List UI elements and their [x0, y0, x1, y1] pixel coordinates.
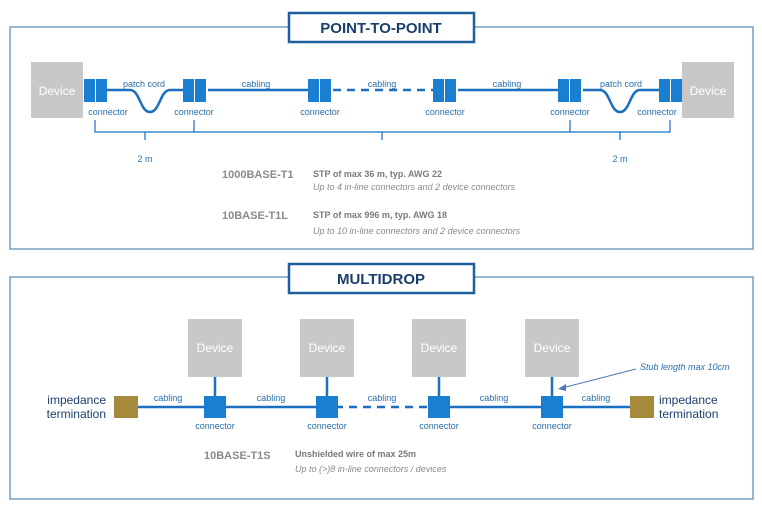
bracket-left [94, 120, 195, 140]
spec-name: 1000BASE-T1 [222, 169, 294, 181]
md-device-box [412, 319, 466, 377]
connector-label: connector [425, 107, 465, 117]
spec-line1: STP of max 996 m, typ. AWG 18 [313, 210, 447, 220]
md-connector-label: connector [532, 421, 572, 431]
md-connector [316, 396, 338, 418]
cabling-label-2: cabling [368, 79, 397, 89]
connector-label: connector [637, 107, 677, 117]
connector-label: connector [174, 107, 214, 117]
device-box-right [682, 62, 734, 118]
connector-pair-6 [659, 79, 682, 102]
device-label-left: Device [39, 84, 76, 98]
md-connector [428, 396, 450, 418]
md-cabling-label: cabling [582, 393, 611, 403]
connector-pair-2 [183, 79, 206, 102]
connector-pair-3 [308, 79, 331, 102]
connector-label: connector [300, 107, 340, 117]
md-spec-name: 10BASE-T1S [204, 450, 271, 462]
stub-note-arrow [561, 368, 637, 389]
spec-line1: STP of max 36 m, typ. AWG 22 [313, 169, 442, 179]
patch-cord-label-right: patch cord [600, 79, 642, 89]
imp-right-line1: impedance [659, 393, 718, 407]
md-device-box [300, 319, 354, 377]
termination-right [630, 396, 654, 418]
device-label-right: Device [690, 84, 727, 98]
imp-left-line2: termination [47, 407, 106, 421]
dim-label-right: 2 m [612, 154, 627, 164]
p2p-title-box [287, 11, 476, 44]
spec-line2: Up to 10 in-line connectors and 2 device… [313, 226, 521, 236]
connector-pair-1 [84, 79, 107, 102]
imp-right-line2: termination [659, 407, 718, 421]
connector-pair-4 [433, 79, 456, 102]
md-cabling-label: cabling [368, 393, 397, 403]
bracket-right [570, 120, 671, 140]
stub-note: Stub length max 10cm [640, 362, 730, 372]
md-connector-label: connector [307, 421, 347, 431]
md-device-label: Device [197, 341, 234, 355]
p2p-title: POINT-TO-POINT [320, 20, 441, 37]
md-device-box [525, 319, 579, 377]
connector-label: connector [550, 107, 590, 117]
md-cabling-label: cabling [154, 393, 183, 403]
spec-name: 10BASE-T1L [222, 210, 288, 222]
connector-pair-5 [558, 79, 581, 102]
md-device-label: Device [421, 341, 458, 355]
multidrop-title: MULTIDROP [337, 271, 425, 288]
md-spec-line2: Up to (>)8 in-line connectors / devices [295, 464, 447, 474]
termination-left [114, 396, 138, 418]
dim-label-left: 2 m [137, 154, 152, 164]
multidrop-title-box [287, 262, 476, 295]
device-box-left [31, 62, 83, 118]
md-cabling-label: cabling [480, 393, 509, 403]
cabling-label-3: cabling [493, 79, 522, 89]
md-connector-label: connector [419, 421, 459, 431]
bracket-middle [194, 120, 571, 140]
md-device-label: Device [309, 341, 346, 355]
md-spec-line1: Unshielded wire of max 25m [295, 449, 416, 459]
md-device-box [188, 319, 242, 377]
stub-note-arrowhead [558, 384, 566, 391]
patch-cord-right [583, 88, 659, 114]
cabling-label-1: cabling [242, 79, 271, 89]
patch-cord-label-left: patch cord [123, 79, 165, 89]
md-device-label: Device [534, 341, 571, 355]
md-connector [204, 396, 226, 418]
md-cabling-label: cabling [257, 393, 286, 403]
md-connector-label: connector [195, 421, 235, 431]
spec-line2: Up to 4 in-line connectors and 2 device … [313, 182, 516, 192]
patch-cord-left [107, 88, 183, 114]
imp-left-line1: impedance [47, 393, 106, 407]
connector-label: connector [88, 107, 128, 117]
md-connector [541, 396, 563, 418]
